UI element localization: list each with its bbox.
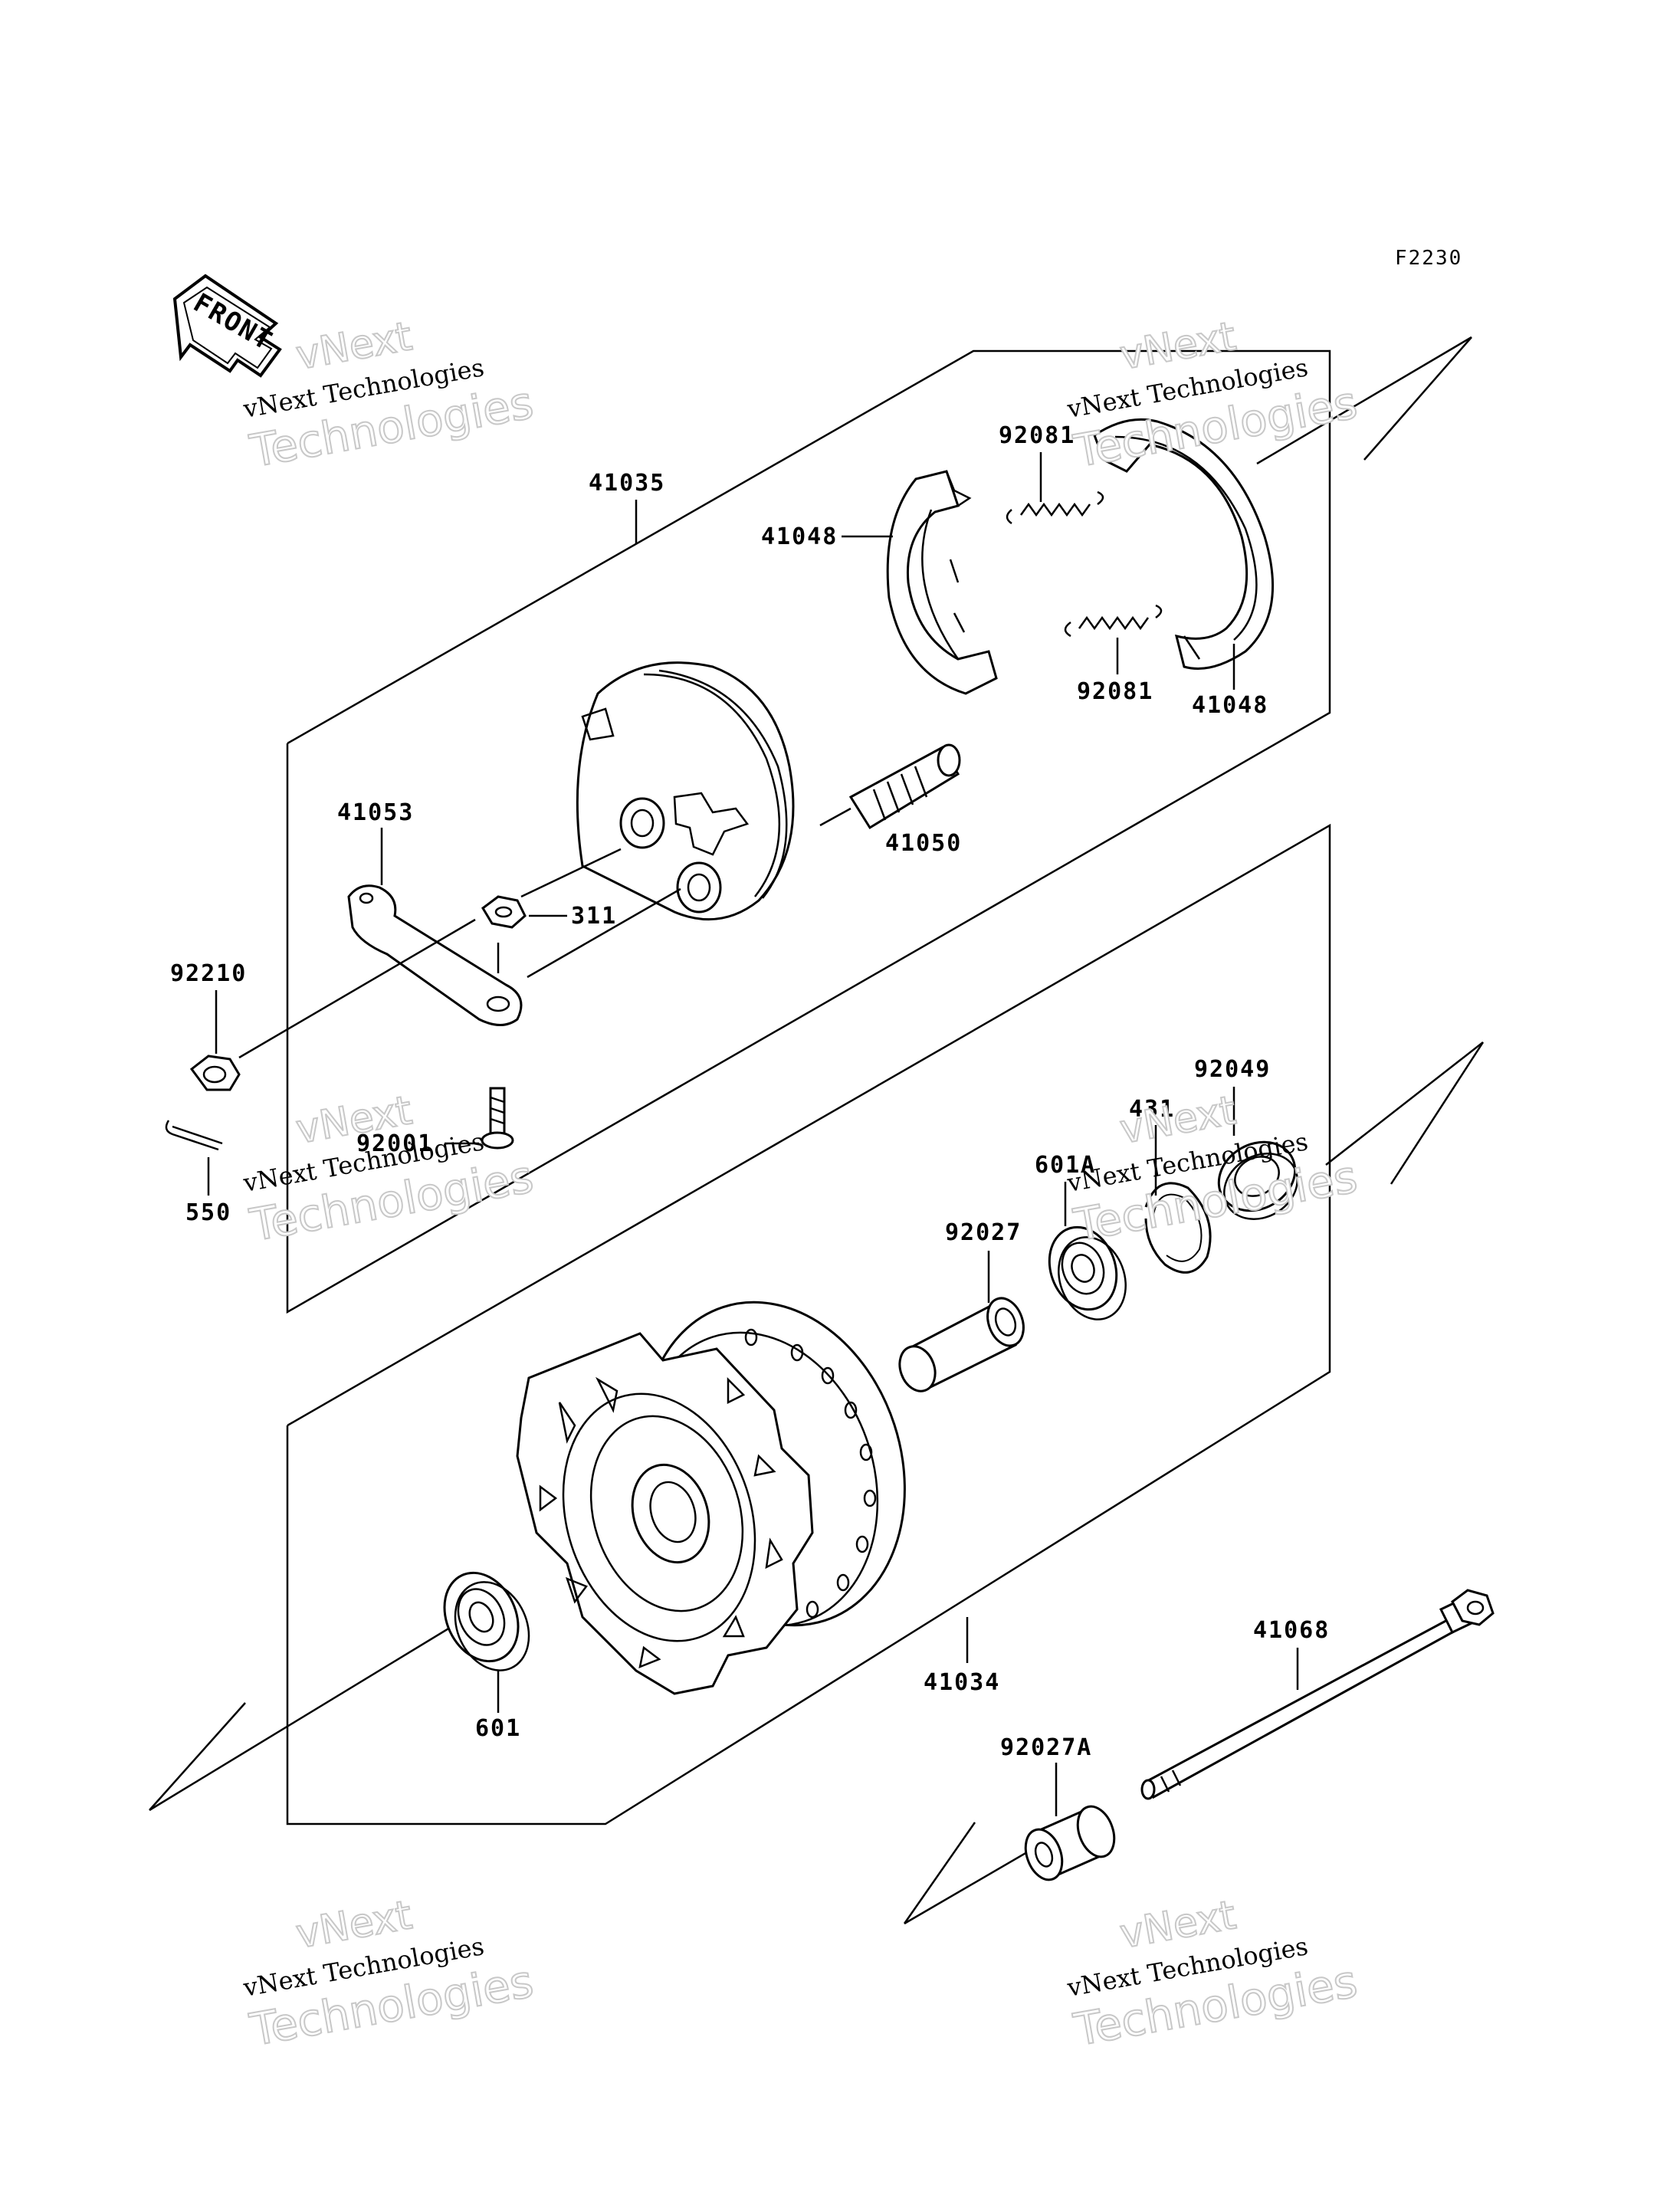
cam-lever-part bbox=[347, 884, 523, 1026]
label-41050: 41050 bbox=[885, 830, 962, 857]
hub-frame bbox=[149, 823, 1485, 1925]
axle-part bbox=[1140, 1589, 1495, 1800]
spring-upper-part bbox=[1006, 490, 1104, 525]
watermark-1: vNext vNext Technologies Technologies bbox=[241, 313, 538, 478]
brake-panel-part bbox=[576, 661, 795, 921]
brake-panel-frame bbox=[286, 336, 1472, 1314]
label-431: 431 bbox=[1129, 1096, 1175, 1123]
collar-a-part bbox=[1024, 1805, 1116, 1881]
front-arrow-icon: FRONT bbox=[172, 274, 282, 378]
label-41048-left: 41048 bbox=[761, 523, 838, 550]
label-92081-lower: 92081 bbox=[1077, 678, 1153, 705]
spring-lower-part bbox=[1064, 604, 1163, 638]
front-hub-part bbox=[516, 1301, 906, 1695]
watermark-4: vNext vNext Technologies Technologies bbox=[1065, 1087, 1362, 1252]
label-92027A: 92027A bbox=[1000, 1734, 1092, 1761]
label-41053: 41053 bbox=[337, 799, 414, 826]
label-41034: 41034 bbox=[924, 1669, 1000, 1696]
label-41048-right: 41048 bbox=[1192, 692, 1268, 719]
nut-part bbox=[481, 895, 527, 929]
label-41035: 41035 bbox=[589, 470, 665, 497]
diagram-code: F2230 bbox=[1395, 247, 1462, 270]
circlip-part bbox=[1144, 1182, 1212, 1274]
label-92049: 92049 bbox=[1194, 1056, 1271, 1083]
watermark-2: vNext vNext Technologies Technologies bbox=[1065, 313, 1362, 478]
svg-text:vNext: vNext bbox=[293, 1087, 415, 1153]
label-92210: 92210 bbox=[170, 960, 247, 987]
collar-part bbox=[898, 1297, 1025, 1392]
cotter-pin-part bbox=[165, 1120, 223, 1151]
label-92027: 92027 bbox=[945, 1219, 1022, 1246]
label-92081-upper: 92081 bbox=[999, 422, 1075, 449]
label-601A: 601A bbox=[1035, 1152, 1096, 1179]
ball-bearing-a-part bbox=[1048, 1225, 1127, 1320]
watermark-5: vNext vNext Technologies Technologies bbox=[241, 1891, 538, 2057]
bolt-part bbox=[481, 1087, 514, 1150]
brake-shoe-left-part bbox=[886, 470, 998, 695]
ball-bearing-part bbox=[443, 1571, 530, 1671]
label-601: 601 bbox=[475, 1715, 521, 1742]
label-311: 311 bbox=[571, 903, 617, 930]
label-41068: 41068 bbox=[1253, 1617, 1330, 1644]
label-92001: 92001 bbox=[356, 1130, 433, 1157]
flange-nut-part bbox=[189, 1055, 241, 1091]
svg-text:vNext: vNext bbox=[1117, 313, 1239, 379]
oil-seal-part bbox=[1217, 1140, 1298, 1220]
brake-cam-part bbox=[848, 743, 961, 830]
brake-shoe-right-part bbox=[1093, 418, 1275, 670]
label-550: 550 bbox=[185, 1199, 231, 1226]
watermark-6: vNext vNext Technologies Technologies bbox=[1065, 1891, 1362, 2057]
